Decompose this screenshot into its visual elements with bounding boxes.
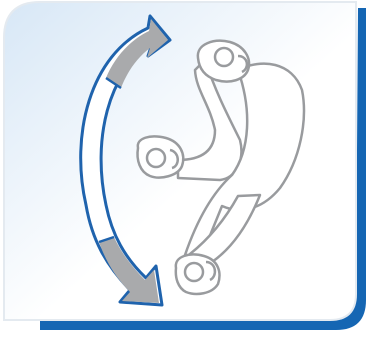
fist-top [198, 41, 249, 82]
fist-bottom [176, 255, 220, 294]
fist-middle [138, 136, 184, 177]
